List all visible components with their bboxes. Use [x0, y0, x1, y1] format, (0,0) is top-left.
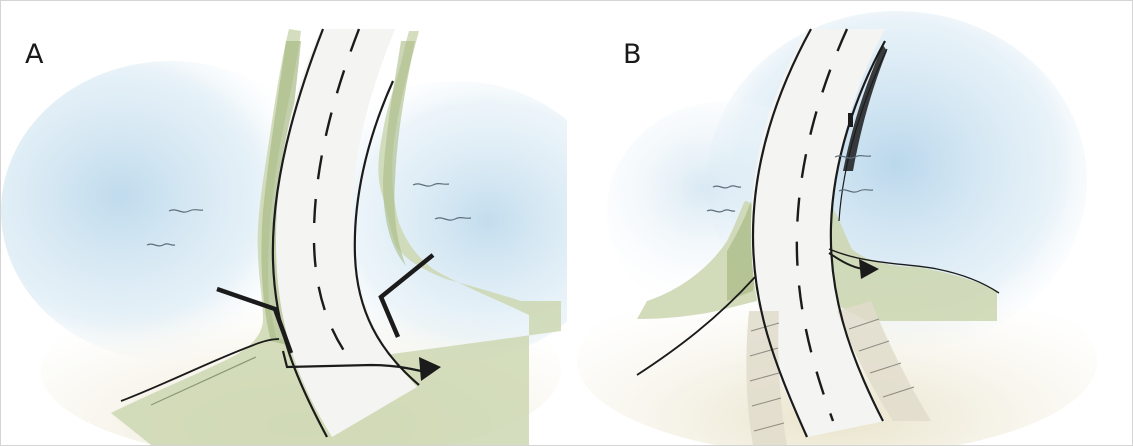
- panel-label-b: B: [623, 41, 642, 68]
- panel-b-illustration: [567, 1, 1133, 445]
- bank-post: [848, 113, 853, 127]
- panel-label-a: A: [25, 41, 43, 68]
- panel-b: B: [567, 1, 1133, 445]
- panel-a-illustration: [1, 1, 567, 445]
- panel-a: A: [1, 1, 567, 445]
